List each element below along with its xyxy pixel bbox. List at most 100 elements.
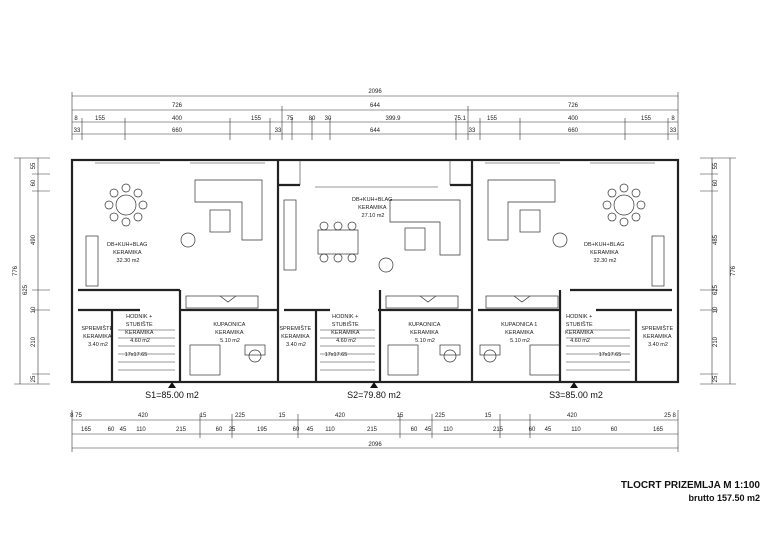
dim-b1-9: 420: [567, 413, 578, 419]
dim-top-a: 726: [172, 103, 183, 109]
dim-b1-4: 15: [279, 413, 286, 419]
dim-left-5: 210: [31, 336, 37, 347]
room-bath-1: KUPAONICA KERAMIKA 5.10 m2: [213, 322, 246, 344]
dim-r4-0: 33: [74, 128, 81, 134]
dim-right-1: 60: [713, 179, 719, 186]
stairs-2-dims: 17x17.65: [325, 352, 348, 358]
unit-2-area: S2=79.80 m2: [347, 390, 401, 400]
dim-right-0: 55: [713, 162, 719, 169]
gross-area: brutto 157.50 m2: [688, 493, 760, 503]
dim-r3-12: 8: [671, 116, 675, 122]
dim-r3-3: 155: [251, 116, 262, 122]
room-hall-1: HODNIK + STUBIŠTE KERAMIKA 4.60 m2: [125, 314, 155, 344]
dim-b1-6: 15: [397, 413, 404, 419]
dim-b1-0: 8 75: [70, 413, 82, 419]
dim-r3-9: 155: [487, 116, 498, 122]
stairs: [118, 329, 630, 371]
room-living-1: DB+KUH+BLAG KERAMIKA 32.30 m2: [107, 242, 149, 264]
room-living-2: DB+KUH+BLAG KERAMIKA 27.10 m2: [352, 197, 394, 219]
dim-right-4: 10: [713, 306, 719, 313]
dim-right-6: 25: [713, 375, 719, 382]
dim-b2-7: 195: [257, 427, 268, 433]
dim-b2-18: 110: [571, 427, 581, 433]
windows: [95, 162, 655, 188]
stairs-1-dims: 17x17.65: [125, 352, 148, 358]
stairs-3-dims: 17x17.65: [599, 352, 622, 358]
dim-left-0: 55: [31, 162, 37, 169]
room-pantry-1: SPREMIŠTE KERAMIKA 3.40 m2: [81, 325, 114, 348]
dim-r3-0: 8: [74, 116, 78, 122]
dim-r3-7: 399.9: [385, 116, 401, 122]
dim-r4-5: 660: [568, 128, 579, 134]
dim-b2-14: 110: [443, 427, 453, 433]
dim-b1-2: 15: [200, 413, 207, 419]
dim-b1-3: 225: [235, 413, 246, 419]
room-bath-3: KUPAONICA 1 KERAMIKA 5.10 m2: [501, 322, 539, 344]
title-block: TLOCRT PRIZEMLJA M 1:100 brutto 157.50 m…: [600, 480, 760, 503]
dim-r4-4: 33: [469, 128, 476, 134]
dim-r3-1: 155: [95, 116, 106, 122]
dim-r3-11: 155: [641, 116, 652, 122]
dim-right-3: 625: [713, 284, 719, 295]
dim-b2-5: 60: [216, 427, 223, 433]
drawing-title: TLOCRT PRIZEMLJA M 1:100: [620, 480, 760, 491]
dim-left-3: 625: [23, 284, 29, 295]
dim-overall-top: 2096: [368, 89, 382, 95]
dim-b1-7: 225: [435, 413, 446, 419]
dim-b2-1: 60: [108, 427, 115, 433]
dim-left-6: 25: [31, 375, 37, 382]
dim-r4-2: 33: [275, 128, 282, 134]
dim-overall-bottom: 2096: [368, 442, 382, 448]
right-dimensions: [700, 157, 736, 385]
dim-b2-12: 60: [411, 427, 418, 433]
dim-b2-8: 60: [293, 427, 300, 433]
dim-right-5: 210: [713, 336, 719, 347]
dim-top-c: 726: [568, 103, 579, 109]
dim-left-4: 10: [31, 306, 37, 313]
room-living-3: DB+KUH+BLAG KERAMIKA 32.30 m2: [584, 242, 626, 264]
dim-b2-13: 45: [425, 427, 432, 433]
dim-b2-20: 165: [653, 427, 664, 433]
dim-r4-6: 33: [670, 128, 677, 134]
dim-left-outer: 776: [13, 265, 19, 276]
top-dimensions: [71, 92, 679, 140]
room-hall-3: HODNIK + STUBIŠTE KERAMIKA 4.60 m2: [565, 314, 595, 344]
furniture-unit-3: [479, 179, 665, 376]
unit-1-area: S1=85.00 m2: [145, 390, 199, 400]
furniture-unit-1: [85, 179, 266, 376]
dim-b2-9: 45: [307, 427, 314, 433]
dim-b1-1: 420: [138, 413, 149, 419]
left-dimensions: [14, 157, 50, 385]
dim-top-b: 644: [370, 103, 381, 109]
room-pantry-3: SPREMIŠTE KERAMIKA 3.40 m2: [641, 325, 674, 348]
dim-b2-15: 215: [493, 427, 504, 433]
dim-b2-2: 45: [120, 427, 127, 433]
room-pantry-2: SPREMIŠTE KERAMIKA 3.40 m2: [279, 325, 312, 348]
dim-right-2: 485: [713, 234, 719, 245]
dim-b1-10: 25 8: [664, 413, 676, 419]
dim-b2-16: 60: [529, 427, 536, 433]
unit-3-area: S3=85.00 m2: [549, 390, 603, 400]
entrance-markers: [168, 382, 578, 388]
dim-b2-19: 60: [611, 427, 618, 433]
dim-b2-4: 215: [176, 427, 187, 433]
dim-r4-1: 660: [172, 128, 183, 134]
dim-left-1: 60: [31, 179, 37, 186]
dim-r4-3: 644: [370, 128, 381, 134]
dim-r3-5: 80: [309, 116, 316, 122]
dim-b1-8: 15: [485, 413, 492, 419]
dim-r3-10: 400: [568, 116, 579, 122]
dim-right-outer: 776: [731, 265, 737, 276]
furniture-unit-2: [283, 199, 461, 376]
building-walls: [70, 158, 680, 384]
dim-b1-5: 420: [335, 413, 346, 419]
dim-left-2: 490: [31, 234, 37, 245]
dim-r3-6: 30: [325, 116, 332, 122]
dim-r3-2: 400: [172, 116, 183, 122]
room-bath-2: KUPAONICA KERAMIKA 5.10 m2: [408, 322, 441, 344]
dim-b2-11: 215: [367, 427, 378, 433]
dim-r3-8: 75.1: [454, 116, 466, 122]
dim-b2-3: 110: [136, 427, 146, 433]
room-hall-2: HODNIK + STUBIŠTE KERAMIKA 4.60 m2: [331, 314, 361, 344]
